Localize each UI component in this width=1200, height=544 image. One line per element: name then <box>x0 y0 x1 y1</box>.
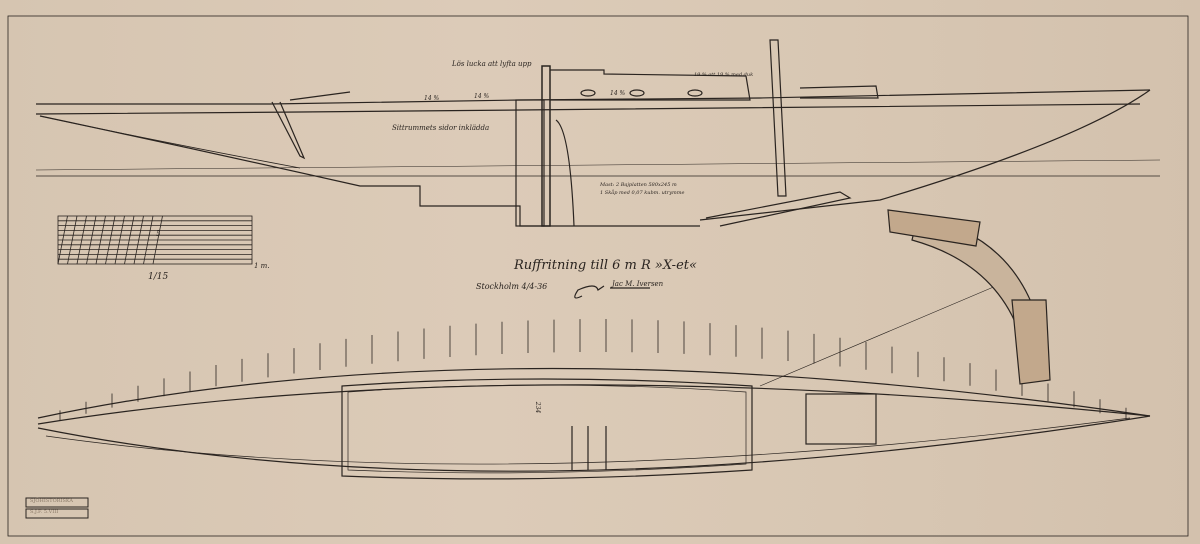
scale-diagonal <box>57 215 68 265</box>
scale-diagonal <box>152 215 163 265</box>
stamp-line-2: S.J.F. 5.VIII <box>30 509 59 515</box>
place-date: Stockholm 4/4-36 <box>476 282 548 291</box>
archive-stamp <box>25 497 89 508</box>
plan-frames <box>59 319 1127 421</box>
stamp-line-1: SJÖHISTORISKA <box>30 498 74 504</box>
scale-diagonal <box>105 215 116 265</box>
scale-unit: 1 m. <box>254 262 270 270</box>
profile-view <box>35 39 1161 227</box>
mast-note-1: Mast: 2 Bajplatten 580x245 m <box>600 182 677 188</box>
dim-note-1: 14 % <box>424 95 440 102</box>
scale-diagonal <box>133 215 144 265</box>
border-frame <box>7 15 1189 537</box>
dim-note-3: 14 % <box>610 90 626 97</box>
scale-diagonal <box>114 215 125 265</box>
scale-diagonal <box>95 215 106 265</box>
mast-note-2: 1 Skåp med 0,07 kubm. utrymme <box>600 190 685 196</box>
scale-label: 1/15 <box>148 272 169 282</box>
cockpit-note: Sittrummets sidor inklädda <box>392 124 490 132</box>
signature <box>574 285 650 299</box>
width-mark: 234 <box>534 401 542 414</box>
scale-diagonal <box>67 215 78 265</box>
hatch-note: Lös lucka att lyfta upp <box>452 60 532 68</box>
scale-diagonal <box>76 215 87 265</box>
scale-mark: 5 <box>156 230 161 238</box>
signature-text: Jac M. Iversen <box>612 280 664 288</box>
dim-note-2: 14 % <box>474 93 490 100</box>
section-detail <box>887 209 1051 385</box>
roof-note: 19 % att 19 % med duk <box>694 72 754 78</box>
drawing-title: Ruffritning till 6 m R »X-et« <box>514 258 697 273</box>
scale-diagonal <box>86 215 97 265</box>
scale-diagonal <box>124 215 135 265</box>
scale-bar <box>57 215 253 265</box>
plan-view <box>37 279 1151 480</box>
scale-diagonal <box>143 215 154 265</box>
